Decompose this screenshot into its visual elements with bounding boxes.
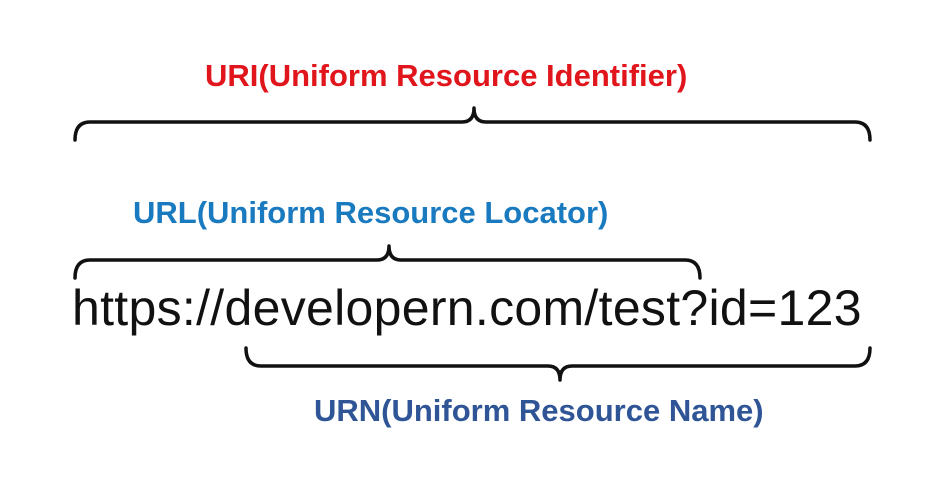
urn-bracket xyxy=(244,346,872,382)
url-label: URL(Uniform Resource Locator) xyxy=(133,195,609,230)
uri-label: URI(Uniform Resource Identifier) xyxy=(205,58,688,93)
url-bracket xyxy=(73,244,702,280)
urn-label: URN(Uniform Resource Name) xyxy=(314,393,764,428)
uri-bracket xyxy=(73,106,872,142)
example-url-text: https://developern.com/test?id=123 xyxy=(72,280,862,336)
